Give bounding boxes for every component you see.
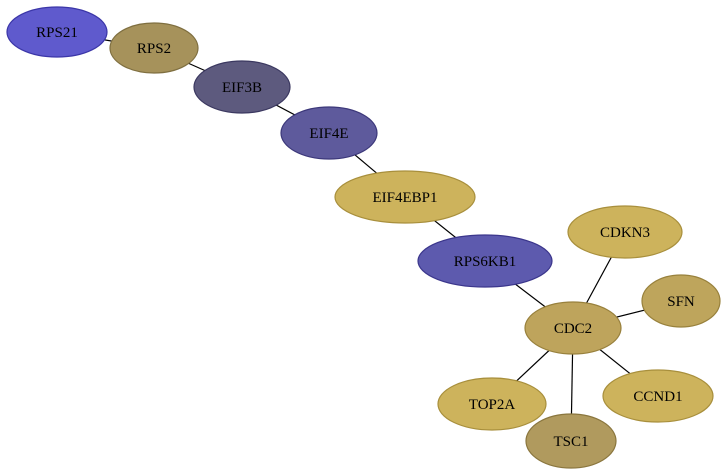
node-rps2[interactable]: RPS2 [109, 22, 199, 74]
node-ellipse-rps21 [6, 6, 108, 58]
node-eif4e[interactable]: EIF4E [280, 106, 378, 160]
node-ellipse-top2a [437, 377, 547, 431]
node-label-tsc1: TSC1 [553, 434, 588, 450]
node-label-rps21: RPS21 [36, 25, 78, 41]
node-ellipse-eif4ebp1 [334, 170, 476, 224]
node-cdkn3[interactable]: CDKN3 [567, 205, 683, 259]
node-label-rps6kb1: RPS6KB1 [454, 254, 517, 270]
node-tsc1[interactable]: TSC1 [525, 413, 617, 469]
node-ellipse-eif4e [280, 106, 378, 160]
node-label-eif3b: EIF3B [222, 80, 262, 96]
node-ellipse-tsc1 [525, 413, 617, 469]
node-top2a[interactable]: TOP2A [437, 377, 547, 431]
node-ellipse-rps2 [109, 22, 199, 74]
node-label-ccnd1: CCND1 [633, 389, 682, 405]
node-cdc2[interactable]: CDC2 [524, 301, 622, 355]
node-ellipse-eif3b [193, 60, 291, 114]
node-label-top2a: TOP2A [469, 397, 516, 413]
node-ellipse-cdkn3 [567, 205, 683, 259]
node-eif3b[interactable]: EIF3B [193, 60, 291, 114]
node-ellipse-ccnd1 [602, 369, 714, 423]
node-label-cdkn3: CDKN3 [600, 225, 650, 241]
node-ellipse-cdc2 [524, 301, 622, 355]
node-label-cdc2: CDC2 [554, 321, 592, 337]
node-rps6kb1[interactable]: RPS6KB1 [417, 234, 553, 288]
node-label-eif4e: EIF4E [309, 126, 348, 142]
node-eif4ebp1[interactable]: EIF4EBP1 [334, 170, 476, 224]
node-ellipse-rps6kb1 [417, 234, 553, 288]
node-rps21[interactable]: RPS21 [6, 6, 108, 58]
node-ellipse-sfn [641, 274, 721, 328]
node-label-rps2: RPS2 [137, 41, 171, 57]
node-label-sfn: SFN [667, 294, 695, 310]
node-ccnd1[interactable]: CCND1 [602, 369, 714, 423]
node-label-eif4ebp1: EIF4EBP1 [372, 190, 437, 206]
node-sfn[interactable]: SFN [641, 274, 721, 328]
